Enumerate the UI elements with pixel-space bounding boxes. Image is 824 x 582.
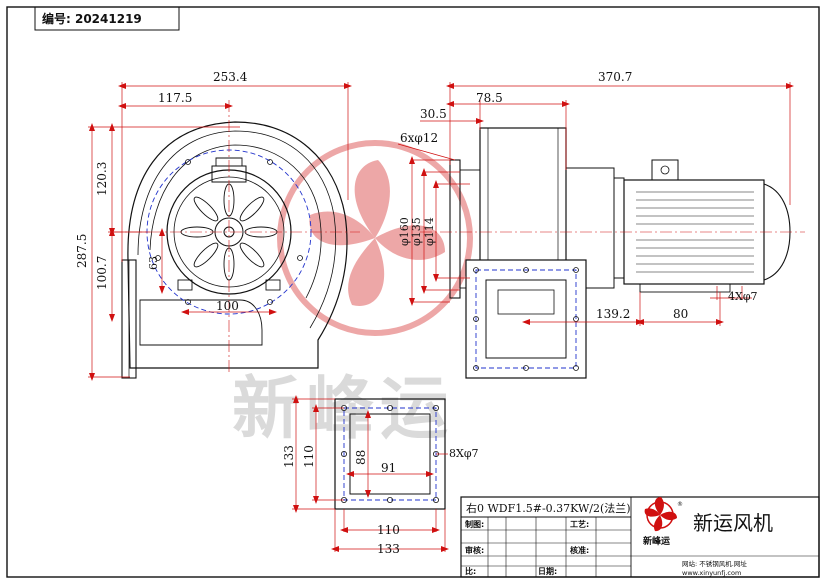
flange-holes-front xyxy=(155,159,303,305)
sheet-border xyxy=(6,6,820,578)
dim-30-5: 30.5 xyxy=(420,107,447,121)
watermark-logo-circle xyxy=(277,140,473,336)
label-approve: 核准: xyxy=(570,545,589,555)
label-date: 日期: xyxy=(538,566,557,576)
outlet-flange-view xyxy=(465,259,587,379)
volute-inner-1 xyxy=(137,130,337,329)
brand-name: 新运风机 xyxy=(693,511,773,535)
motor-fins xyxy=(636,191,754,273)
dim-phi160: φ160 xyxy=(398,217,411,246)
front-view: 253.4 117.5 120.3 287.5 100.7 63 100 xyxy=(75,70,360,381)
title-block: 右0 WDF1.5#-0.37KW/2(法兰) 制图: 工艺: 审核: 核准: … xyxy=(460,496,820,578)
dim-outlet-h88: 88 xyxy=(354,450,368,465)
dim-phi114: φ114 xyxy=(423,217,436,246)
outlet-detail-opening xyxy=(349,413,431,495)
dim-outlet-w110: 110 xyxy=(377,523,400,537)
watermark-logo-petals xyxy=(309,160,445,306)
dim-total-width: 253.4 xyxy=(213,70,248,84)
label-draw: 制图: xyxy=(465,519,484,529)
dim-center-offset: 117.5 xyxy=(158,91,192,105)
dim-total-length: 370.7 xyxy=(598,70,632,84)
label-ratio: 比: xyxy=(465,566,476,576)
dim-holes-4: 4Xφ7 xyxy=(728,290,758,303)
dim-outlet-h110: 110 xyxy=(302,445,316,468)
motor-terminal-box xyxy=(651,159,679,181)
front-dimensions xyxy=(88,82,352,381)
motor-foot-left xyxy=(177,279,193,291)
dim-total-height: 287.5 xyxy=(75,234,89,268)
dim-lower-height: 100.7 xyxy=(95,256,109,290)
dim-phi135: φ135 xyxy=(410,217,423,246)
label-craft: 工艺: xyxy=(570,519,589,529)
dim-holes-8: 8Xφ7 xyxy=(449,447,479,460)
brand-logo-mark: ® xyxy=(677,501,683,508)
outlet-detail: 133 110 88 91 8Xφ7 110 133 xyxy=(282,395,479,556)
side-dimensions xyxy=(397,82,794,326)
brand-logo-text: 新峰运 xyxy=(643,535,671,547)
dim-139-2: 139.2 xyxy=(596,307,630,321)
brand-logo xyxy=(644,497,677,532)
motor-foot-right xyxy=(265,279,281,291)
volute-outline xyxy=(127,121,348,369)
label-review: 审核: xyxy=(465,545,484,555)
volute-inner-2 xyxy=(149,144,322,299)
watermark-text: 新峰运 xyxy=(232,370,454,449)
title-model: 右0 WDF1.5#-0.37KW/2(法兰) xyxy=(466,501,631,515)
dim-upper-height: 120.3 xyxy=(95,162,109,196)
base-rib xyxy=(139,299,263,346)
dim-100: 100 xyxy=(216,299,239,313)
dim-78-5: 78.5 xyxy=(476,91,503,105)
footer-url: www.xinyunfj.com xyxy=(682,569,741,577)
motor-feet xyxy=(639,283,731,293)
footer-site: 网站: 不锈钢风机.网址 xyxy=(682,559,747,568)
dim-holes-6: 6xφ12 xyxy=(400,131,438,145)
dim-outlet-w133: 133 xyxy=(377,542,400,556)
dim-outlet-w91: 91 xyxy=(381,461,396,475)
drawing-number: 编号: 20241219 xyxy=(41,11,142,26)
drawing-number-box: 编号: 20241219 xyxy=(34,6,180,31)
dim-outlet-h133: 133 xyxy=(282,445,296,468)
side-view: 370.7 78.5 30.5 6xφ12 φ160 φ135 φ114 139… xyxy=(397,70,805,379)
dim-80: 80 xyxy=(673,307,688,321)
outlet-detail-dimensions xyxy=(292,395,449,552)
dim-63: 63 xyxy=(147,256,160,270)
